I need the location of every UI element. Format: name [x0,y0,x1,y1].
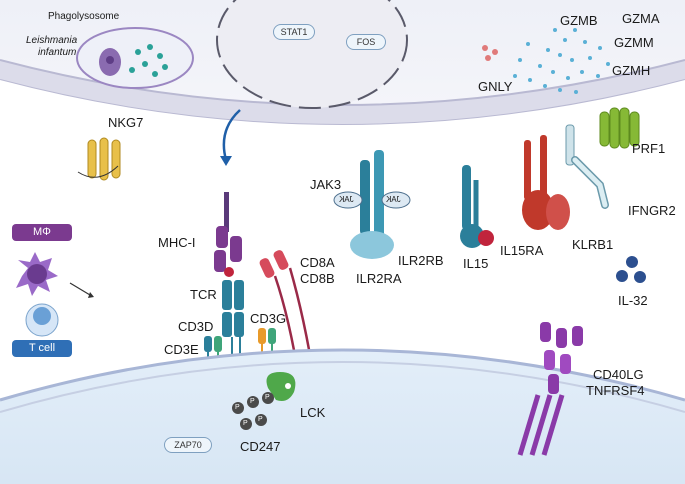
il2rb-label: ILR2RB [398,253,444,268]
lower-membrane [0,348,685,402]
zap70-pill: ZAP70 [164,437,212,453]
granzyme-dots [513,28,610,94]
phagolysosome-vesicle [76,27,194,89]
jak-box-left: JAK [339,195,354,204]
macrophage-tcell-inset [16,252,94,337]
phospho-label-5: P [258,416,263,423]
cd40lg-label: CD40LG [593,367,644,382]
nucleus [216,0,408,109]
cd40lg-tnfrsf4 [517,322,583,456]
lck-label: LCK [300,405,326,420]
cd247-label: CD247 [240,439,281,454]
phospho-label-4: P [243,420,248,427]
ifngr2-receptor [565,124,609,209]
phospho-sites [232,392,274,430]
gzma-label: GZMA [622,11,660,26]
gzmh-label: GZMH [612,63,651,78]
tcell-tag: T cell [12,340,72,357]
leishmania-label-2: infantum [38,47,77,58]
gzmm-label: GZMM [614,35,654,50]
il2ra-label: ILR2RA [356,271,402,286]
il32-dots [616,256,646,283]
upper-membrane-band [0,60,685,125]
phospho-label-2: P [250,398,255,405]
cd3e-label: CD3E [164,342,199,357]
il2r-receptor [333,150,411,259]
il15-receptor [460,165,494,248]
gnly-dots [482,45,498,61]
intercellular-space [0,80,685,400]
prf1-label: PRF1 [632,141,666,156]
lck-kinase [266,372,296,401]
prf1-pore [599,107,640,149]
il15-label: IL15 [463,256,489,271]
cd8a-label: CD8A [300,255,335,270]
mhc-i-complex [214,192,242,277]
phagolysosome-label: Phagolysosome [48,11,120,22]
ifngr2-label: IFNGR2 [628,203,676,218]
signal-arrow [222,109,241,161]
stat1-pill: STAT1 [273,24,315,40]
tnfrsf4-label: TNFRSF4 [586,383,645,398]
jak-box-right: JAK [386,195,401,204]
cd3d-label: CD3D [178,319,214,334]
il32-label: IL-32 [618,293,648,308]
phospho-label-3: P [265,394,270,401]
tcr-label: TCR [190,287,217,302]
gzmb-label: GZMB [560,13,598,28]
fos-pill: FOS [346,34,386,50]
phospho-label-1: P [235,404,240,411]
il15ra-label: IL15RA [500,243,544,258]
cd8b-label: CD8B [300,271,335,286]
nkg7-label: NKG7 [108,115,144,130]
klrb1-label: KLRB1 [572,237,614,252]
leishmania-label-1: Leishmania [26,35,78,46]
jak3-label: JAK3 [310,177,342,192]
cd3g-label: CD3G [250,311,287,326]
gnly-label: GNLY [478,79,513,94]
mphi-tag: MΦ [12,224,72,241]
klrb1-receptor [522,135,570,230]
phagolysosome-particles [129,44,168,77]
nkg7-protein [87,137,121,181]
mhc-i-label: MHC-I [158,235,196,250]
